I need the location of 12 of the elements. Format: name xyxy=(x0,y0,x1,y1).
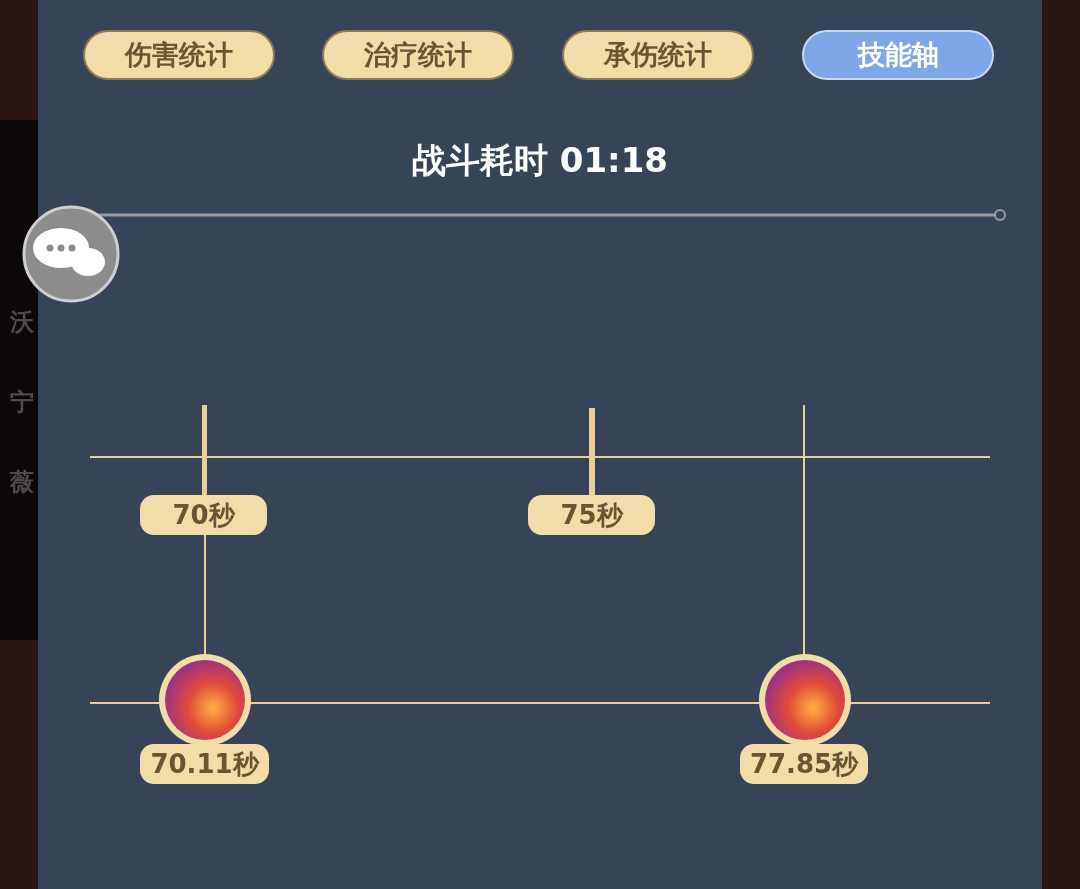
time-marker-label: 75秒 xyxy=(528,495,655,535)
cast-time-label: 70.11秒 xyxy=(140,744,269,784)
player-name: 沃 xyxy=(10,307,34,338)
battle-duration-title: 战斗耗时 01:18 xyxy=(410,139,670,182)
cast-time-label: 77.85秒 xyxy=(740,744,868,784)
tab: 承伤统计 xyxy=(562,30,754,80)
selected-tab: 技能轴 xyxy=(802,30,994,80)
time-marker-label: 70秒 xyxy=(140,495,267,535)
tab: 伤害统计 xyxy=(83,30,275,80)
player-name: 薇 xyxy=(10,467,34,498)
tab: 治疗统计 xyxy=(322,30,514,80)
player-name: 宁 xyxy=(10,387,34,418)
